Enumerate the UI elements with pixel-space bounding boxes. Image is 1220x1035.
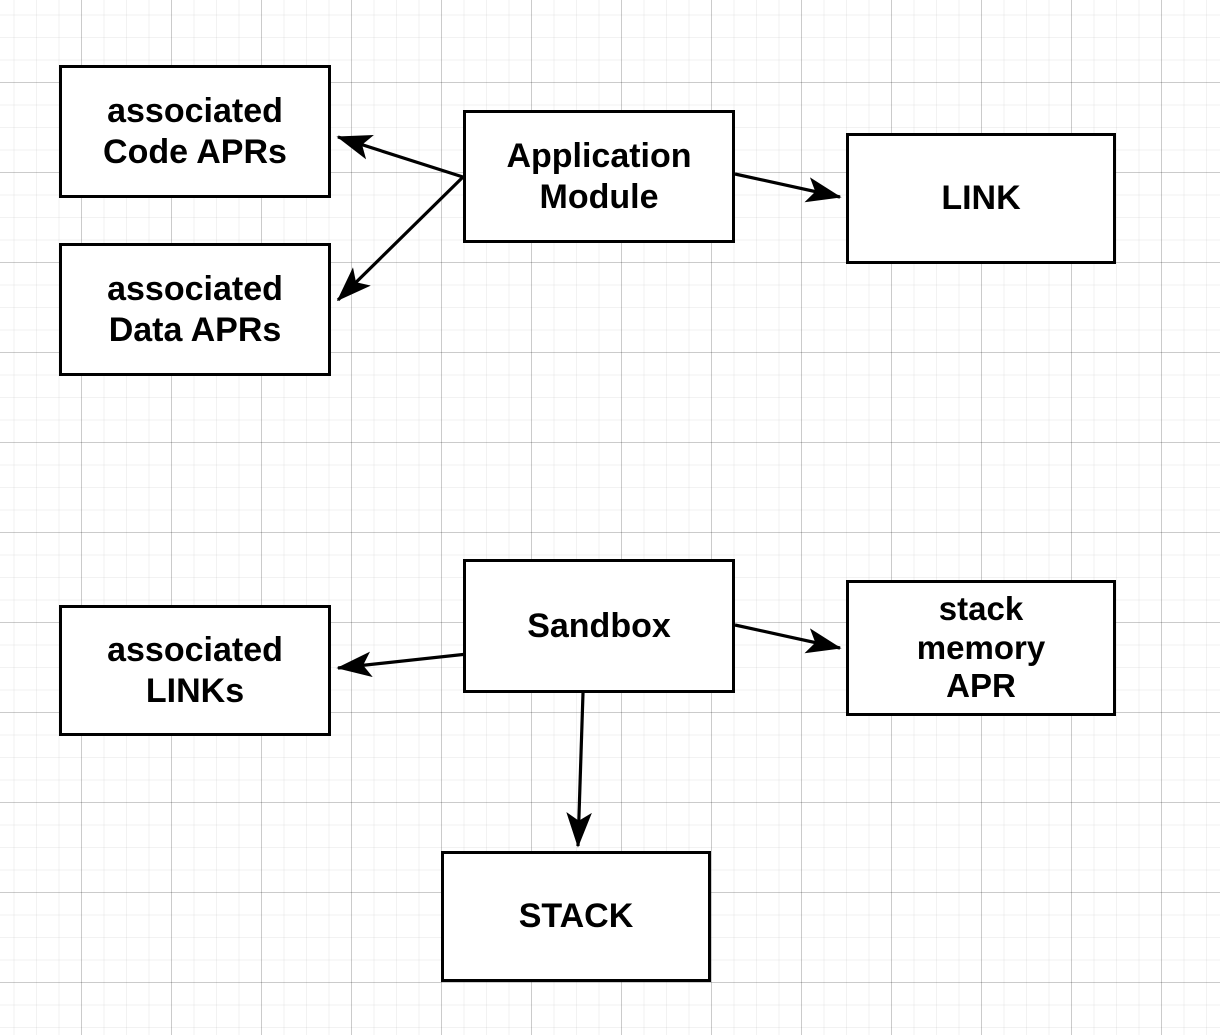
node-associated-links[interactable]: associated LINKs	[59, 605, 331, 736]
node-sandbox[interactable]: Sandbox	[463, 559, 735, 693]
node-label: Application Module	[506, 137, 692, 216]
node-associated-code-aprs[interactable]: associated Code APRs	[59, 65, 331, 198]
node-stack-memory-apr[interactable]: stack memory APR	[846, 580, 1116, 716]
node-link[interactable]: LINK	[846, 133, 1116, 264]
node-label: stack memory APR	[916, 589, 1046, 705]
edge-sandbox-to-stack-memory-apr	[734, 623, 842, 654]
node-label: associated Data APRs	[107, 270, 283, 349]
edge-app-module-to-data-aprs	[336, 175, 465, 302]
node-label: STACK	[518, 897, 634, 936]
edge-app-module-to-code-aprs	[336, 135, 464, 179]
node-label: associated Code APRs	[103, 92, 287, 171]
edge-sandbox-to-stack	[566, 692, 592, 848]
node-associated-data-aprs[interactable]: associated Data APRs	[59, 243, 331, 376]
node-label: associated LINKs	[107, 631, 283, 710]
node-stack[interactable]: STACK	[441, 851, 711, 982]
node-label: Sandbox	[527, 606, 671, 645]
node-application-module[interactable]: Application Module	[463, 110, 735, 243]
node-label: LINK	[941, 179, 1021, 218]
edge-app-module-to-link	[734, 172, 842, 203]
